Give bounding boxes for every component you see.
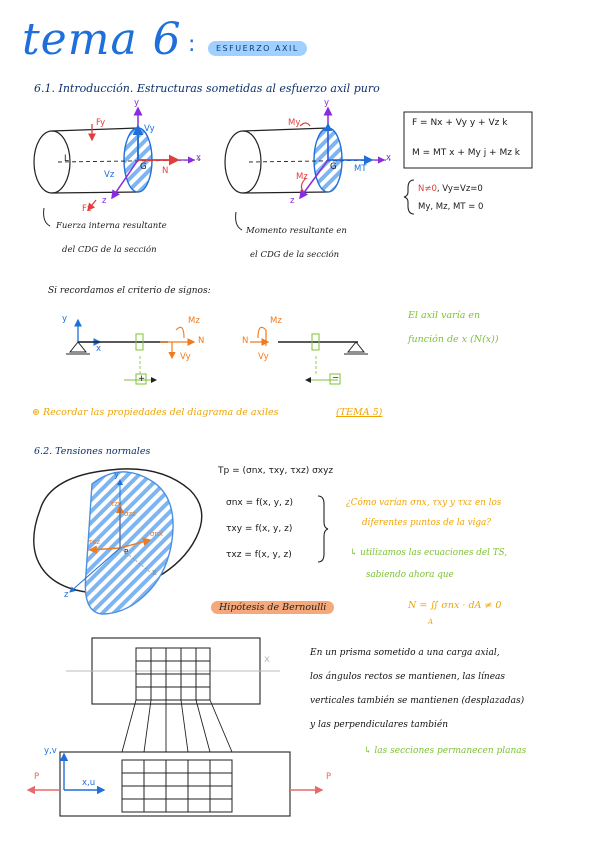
prism-deformed xyxy=(26,751,324,817)
sign-convention-left xyxy=(66,318,196,385)
bernoulli-line-3: verticales también se mantienen (desplaz… xyxy=(310,696,525,706)
prism-label-x: x xyxy=(264,654,270,665)
tau-xz-eq: τxz = f(x, y, z) xyxy=(226,550,292,560)
title-colon: : xyxy=(188,32,196,57)
label-n-left: N xyxy=(162,166,169,176)
prism-label-xu: x,u xyxy=(82,778,96,788)
answer-line-1: ↳ utilizamos las ecuaciones del TS, xyxy=(350,548,508,558)
section-2-heading: 6.2. Tensiones normales xyxy=(34,446,151,457)
caption-right-2: el CDG de la sección xyxy=(250,250,340,260)
integral-domain: A xyxy=(428,618,434,626)
sign-left-y: y xyxy=(62,314,68,324)
tp-vector: Tp = (σnx, τxy, τxz) σxyz xyxy=(218,466,334,476)
bernoulli-conclusion: ↳ las secciones permanecen planas xyxy=(364,746,527,756)
label-x-right: x xyxy=(386,153,392,163)
section-1-heading: 6.1. Introducción. Estructuras sometidas… xyxy=(34,82,380,95)
sign-left-plus: + xyxy=(138,374,146,384)
label-fy-left: Fy xyxy=(96,118,106,128)
sign-left-vy: Vy xyxy=(180,352,191,362)
body-label-p: P xyxy=(124,548,129,556)
sign-intro: Si recordamos el criterio de signos: xyxy=(48,286,211,296)
bernoulli-line-1: En un prisma sometido a una carga axial, xyxy=(310,648,500,658)
prism-label-yv: y,v xyxy=(44,746,57,756)
question-line-1: ¿Cómo varían σnx, τxy y τxz en los xyxy=(346,498,502,508)
subtitle-badge: ESFUERZO AXIL xyxy=(208,41,307,56)
hypothesis-title: Hipótesis de Bernoulli xyxy=(211,601,335,614)
body-label-txz: τxz xyxy=(88,538,101,546)
sign-right-minus: − xyxy=(332,373,340,383)
axil-note-1: El axil varía en xyxy=(408,310,481,321)
body-label-snx: σnx xyxy=(150,530,164,538)
reminder-text: ⊛ Recordar las propiedades del diagrama … xyxy=(32,407,279,418)
label-x-left: x xyxy=(196,153,202,163)
sign-convention-right xyxy=(250,326,368,385)
sign-right-n: N xyxy=(242,336,249,346)
prism-undeformed xyxy=(66,637,280,753)
prism-label-p-left: P xyxy=(34,772,40,782)
body-label-z: z xyxy=(64,590,69,600)
condition-n-nonzero: N≠0 xyxy=(418,184,437,194)
page-title: tema 6 xyxy=(22,14,182,65)
label-my-right: My xyxy=(288,118,301,128)
sign-right-vy: Vy xyxy=(258,352,269,362)
label-vz-left: Vz xyxy=(104,170,115,180)
label-y-left: y xyxy=(134,98,140,108)
prism-label-p-right: P xyxy=(326,772,332,782)
body-label-y: y xyxy=(114,470,120,480)
tau-xy-eq: τxy = f(x, y, z) xyxy=(226,524,293,534)
sigma-nx-eq: σnx = f(x, y, z) xyxy=(226,498,294,508)
caption-left-1: Fuerza interna resultante xyxy=(56,221,167,231)
sign-left-n: N xyxy=(198,336,205,346)
condition-v-zero: , Vy=Vz=0 xyxy=(436,184,483,194)
axil-note-2: función de x (N(x)) xyxy=(408,334,499,345)
equation-moment: M = MT x + My j + Mz k xyxy=(412,148,521,158)
body-label-tzy: τzy xyxy=(110,500,123,508)
caption-right-1: Momento resultante en xyxy=(246,226,347,236)
reminder-tema-ref: (TEMA 5) xyxy=(336,407,383,418)
label-z-left: z xyxy=(102,196,107,206)
body-section-diagram xyxy=(33,468,203,615)
label-y-right: y xyxy=(324,98,330,108)
bernoulli-line-2: los ángulos rectos se mantienen, las lín… xyxy=(310,672,506,682)
beam-left-diagram xyxy=(33,106,201,227)
bernoulli-line-4: y las perpendiculares también xyxy=(310,720,449,730)
integral-equation: N = ∬ σnx · dA ≠ 0 xyxy=(408,600,502,611)
question-line-2: diferentes puntos de la viga? xyxy=(362,518,492,528)
body-label-szz: σzz xyxy=(124,510,136,518)
answer-line-2: sabiendo ahora que xyxy=(366,570,454,580)
equation-force: F = Nx + Vy y + Vz k xyxy=(412,118,508,128)
sign-left-x: x xyxy=(96,344,102,354)
label-vy-left: Vy xyxy=(144,124,155,134)
caption-left-2: del CDG de la sección xyxy=(62,245,157,255)
condition-moments-zero: My, Mz, MT = 0 xyxy=(418,202,484,212)
label-mz-right: Mz xyxy=(296,172,308,182)
label-fz-left: Fz xyxy=(82,204,92,214)
label-g-left: G xyxy=(140,162,147,172)
sign-left-mz: Mz xyxy=(188,316,200,326)
label-z-right: z xyxy=(290,196,295,206)
label-g-right: G xyxy=(330,162,337,172)
beam-right-diagram xyxy=(224,106,391,231)
body-label-x: x xyxy=(152,568,158,578)
sign-right-mz: Mz xyxy=(270,316,282,326)
label-mt-right: MT xyxy=(354,164,367,174)
label-l-left: L xyxy=(64,154,69,164)
